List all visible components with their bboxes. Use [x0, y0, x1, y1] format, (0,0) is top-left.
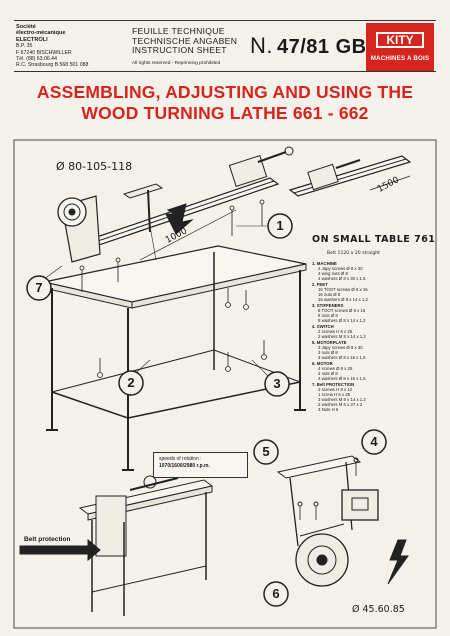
- page-title: ASSEMBLING, ADJUSTING AND USING THE WOOD…: [0, 82, 450, 124]
- kity-logo: KITY MACHINES A BOIS: [366, 23, 434, 71]
- parts-item: 4 washers Ø 8 x 30 x 1,5: [318, 275, 366, 281]
- diameter-label-top: Ø 80-105-118: [56, 160, 133, 173]
- reference-prefix: N.: [250, 33, 273, 58]
- parts-item: 1 screw H 8 x 25: [318, 392, 351, 397]
- parts-group-heading: 6. MOTOR: [312, 361, 333, 367]
- parts-item: 3 washers M 8 x 14 x 1,2: [318, 396, 366, 402]
- logo-tagline: MACHINES A BOIS: [370, 55, 430, 62]
- company-line: Tél. (88) 63.06.44: [16, 56, 57, 63]
- parts-group-heading: 1. MACHINE: [312, 261, 337, 266]
- company-line: ELECTROLI: [16, 36, 48, 43]
- parts-item: 16 TOOT screws Ø 8 x 16: [318, 286, 368, 292]
- speeds-box: speeds of rotation : 1070/1600/2980 r.p.…: [153, 452, 248, 478]
- sheet-header: Société électro-mécanique ELECTROLI B.P.…: [14, 20, 436, 72]
- speeds-label: speeds of rotation :: [159, 456, 202, 462]
- parts-item: 2 washers M 6 x 27 x 3: [318, 401, 363, 407]
- speeds-values: 1070/1600/2980 r.p.m.: [159, 463, 210, 469]
- title-line-2: WOOD TURNING LATHE 661 - 662: [81, 103, 369, 123]
- parts-group-heading: 4. SWITCH: [312, 324, 334, 330]
- callout-number: 4: [370, 434, 378, 449]
- callout-number: 2: [127, 375, 135, 390]
- sheet-reference: N.47/81 GB: [250, 33, 367, 59]
- parts-item: 3 Nuts H 6: [318, 406, 339, 412]
- belt-spec: Belt 1120 x 20 straight: [327, 251, 380, 256]
- parts-item: 16 washers Ø 8 x 14 x 1,2: [318, 296, 368, 302]
- diameter-label-bottom: Ø 45.60.85: [352, 604, 405, 615]
- sheet-type-de: TECHNISCHE ANGABEN: [132, 35, 238, 46]
- parts-group-heading: 5. MOTORPLATE: [312, 340, 347, 346]
- parts-item: 2 screws H 8 x 25: [318, 328, 353, 334]
- sheet-type-fr: FEUILLE TECHNIQUE: [132, 26, 225, 36]
- callout-number: 1: [276, 218, 284, 233]
- parts-item: 4 Japy screws Ø 8 x 30: [318, 265, 363, 271]
- parts-item: 4 screws Ø 8 x 25: [318, 366, 353, 372]
- logo-brand: KITY: [376, 32, 424, 48]
- parts-item: 8 TOOT screws Ø 8 x 16: [318, 307, 366, 313]
- title-line-1: ASSEMBLING, ADJUSTING AND USING THE: [36, 82, 414, 102]
- parts-item: 3 nuts Ø 8: [318, 349, 338, 355]
- company-line: B.P. 35: [16, 43, 33, 50]
- parts-item: 8 nuts Ø 8: [318, 312, 338, 318]
- parts-group-heading: 3. STIFFENERS: [312, 303, 344, 309]
- parts-group-heading: 7. Belt PROTECTION: [312, 382, 355, 388]
- company-line: Société: [16, 24, 36, 30]
- sheet-type-en: INSTRUCTION SHEET: [132, 45, 227, 56]
- callout-number: 6: [272, 586, 280, 601]
- company-line: électro-mécanique: [16, 30, 66, 37]
- belt-protection-label: Belt protection: [24, 536, 71, 543]
- parts-item: 8 washers Ø 8 x 14 x 1,2: [318, 317, 366, 323]
- parts-item: 3 Japy screws Ø 8 x 30: [318, 345, 363, 351]
- rights-notice: All rights reserved - Reprinning prohibi…: [132, 61, 221, 66]
- parts-item: 16 nuts Ø 8: [318, 291, 341, 297]
- company-line: F 67240 BISCHWILLER: [16, 49, 72, 56]
- parts-list-heading: ON SMALL TABLE 761: [312, 234, 436, 245]
- company-address: Société électro-mécanique ELECTROLI B.P.…: [16, 24, 126, 69]
- parts-item: 4 wing nuts Ø 8: [318, 270, 348, 276]
- parts-item: 2 screws H 8 x 12: [318, 387, 353, 393]
- parts-item: 3 washers Ø 8 x 16 x 1,5: [318, 354, 366, 360]
- callout-number: 5: [262, 444, 270, 459]
- callout-number: 7: [35, 280, 43, 295]
- callout-number: 3: [273, 376, 281, 391]
- reference-number: 47/81 GB: [277, 36, 367, 58]
- parts-item: 4 nuts Ø 8: [318, 370, 338, 376]
- parts-item: 4 washers Ø 8 x 16 x 1,5: [318, 375, 366, 381]
- parts-item: 2 washers M 8 x 14 x 1,2: [318, 333, 366, 339]
- company-line: R.C. Strasbourg B 568 501 088: [16, 62, 89, 69]
- parts-group-heading: 2. FEET: [312, 282, 328, 288]
- sheet-type: FEUILLE TECHNIQUE TECHNISCHE ANGABEN INS…: [132, 26, 247, 56]
